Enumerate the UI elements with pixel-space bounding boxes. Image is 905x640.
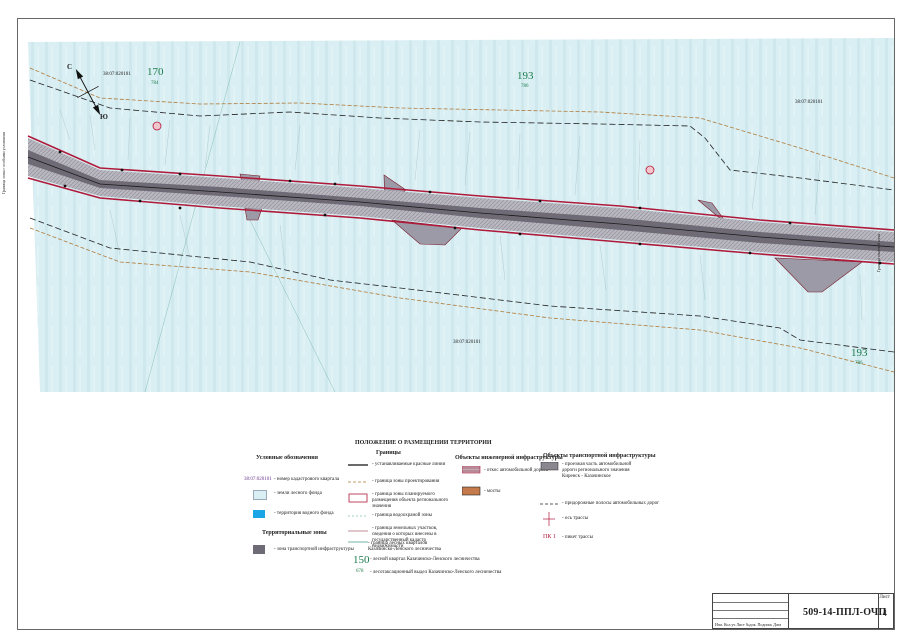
road-axis [27, 156, 895, 248]
legend-quarter-desc: - номер кадастрового квартала [274, 477, 340, 482]
quarter-label-ne: 38:07:020101 [795, 100, 823, 105]
legend-col2-subtitle: Границы [376, 450, 401, 456]
legend-axis-desc: - ось трассы [562, 516, 589, 521]
stamp-row-line [713, 610, 788, 611]
legend-bridges-desc: - мосты [484, 489, 501, 494]
legend-quarter-code: 38:07:020101 [244, 477, 272, 482]
drawing-code: 509-14-ППЛ-ОЧП [803, 607, 887, 618]
title-block: 509-14-ППЛ-ОЧП Лист 4 Изм. Кол.уч Лист №… [712, 593, 894, 629]
sheet-frame [17, 18, 895, 630]
legend-block-number: 150 [353, 554, 370, 566]
block-number-193-bottom: 193 [851, 347, 868, 359]
terrain-contours [59, 109, 863, 321]
left-edge-label: Граница зоны с особыми условиями [0, 132, 6, 194]
quarter-label-nw: 38:07:020101 [103, 72, 131, 77]
legend-forest-desc: - земли лесного фонда [274, 491, 322, 496]
block-sub-193-bottom: 786 [855, 361, 863, 366]
stamp-divider [788, 594, 789, 628]
legend-roadside-desc: - придорожные полосы автомобильных дорог [562, 501, 660, 506]
legend-water-zone-desc: - граница водоохраной зоны [372, 513, 433, 518]
red-lines [27, 135, 895, 265]
quarter-label-s: 38:07:020101 [453, 340, 481, 345]
legend-object-zone-desc: - граница зоны планируемого размещения о… [372, 492, 449, 509]
legend-forest-swatch [253, 490, 267, 500]
legend-forest-blocks-desc: - граница лесных кварталов Казачинско-Ле… [368, 541, 441, 552]
legend-block-desc-2: - лесотаксационный выдел Казачинско-Ленс… [370, 570, 502, 575]
sheet-number: 4 [882, 608, 888, 618]
legend-zones-title: Территориальные зоны [262, 530, 327, 536]
forest-boundary-lines [29, 67, 895, 373]
legend-col4-swatches [540, 462, 559, 526]
legend-zone-desc: - зона транспортной инфраструктуры [274, 547, 354, 552]
legend-cadastre-desc: - граница земельных участков, сведения о… [372, 526, 438, 549]
design-zone-boundary [29, 79, 895, 353]
legend-col3-swatches [462, 466, 481, 496]
grid-lines [144, 41, 336, 393]
legend-water-swatch [253, 510, 265, 518]
legend-slope-desc: - откос автомобильной дороги [484, 468, 549, 473]
legend-line-samples [348, 464, 368, 543]
stamp-row-line [713, 618, 788, 619]
legend-col2-title: ПОЛОЖЕНИЕ О РАЗМЕЩЕНИИ ТЕРРИТОРИИ [355, 440, 492, 446]
legend-water-desc: - территория водного фонда [274, 511, 334, 516]
legend-design-zone-desc: - граница зоны проектирования [372, 479, 440, 484]
legend-col3-title: Объекты инженерной инфраструктуры [455, 455, 563, 461]
north-arrow-icon [75, 69, 101, 115]
stamp-sheet-divider [878, 594, 879, 628]
legend-pk-label: ПК 1 [543, 534, 556, 540]
legend-red-lines-desc: - устанавливаемые красные линии [372, 462, 446, 467]
legend-col4-title: Объекты транспортной инфраструктуры [543, 453, 656, 459]
right-edge-label: Граница опасной зоны [876, 233, 882, 273]
warning-marker-icons [152, 121, 655, 175]
block-sub-170: 784 [151, 81, 159, 86]
north-label: С [67, 63, 73, 71]
legend-zone-swatch [253, 545, 265, 554]
legend-pk-desc: - пикет трассы [562, 535, 593, 540]
legend-block-sub: 678 [356, 569, 364, 574]
legend-roadway-desc: - проезжая часть автомобильной дороги ре… [562, 462, 632, 479]
stamp-row-line [713, 602, 788, 603]
road-corridor [28, 138, 894, 262]
sheet-label: Лист [879, 595, 890, 600]
picket-markers [58, 150, 882, 265]
south-label: Ю [100, 113, 108, 121]
legend-title: Условные обозначения [256, 455, 318, 461]
legend-block-desc-1: - лесной квартал Казачинско-Ленского лес… [370, 557, 480, 562]
stamp-row-labels: Изм. Кол.уч Лист №док. Подпись Дата [715, 622, 782, 627]
block-sub-193-top: 786 [521, 84, 529, 89]
block-number-193-top: 193 [517, 70, 534, 82]
block-number-170: 170 [147, 66, 164, 78]
